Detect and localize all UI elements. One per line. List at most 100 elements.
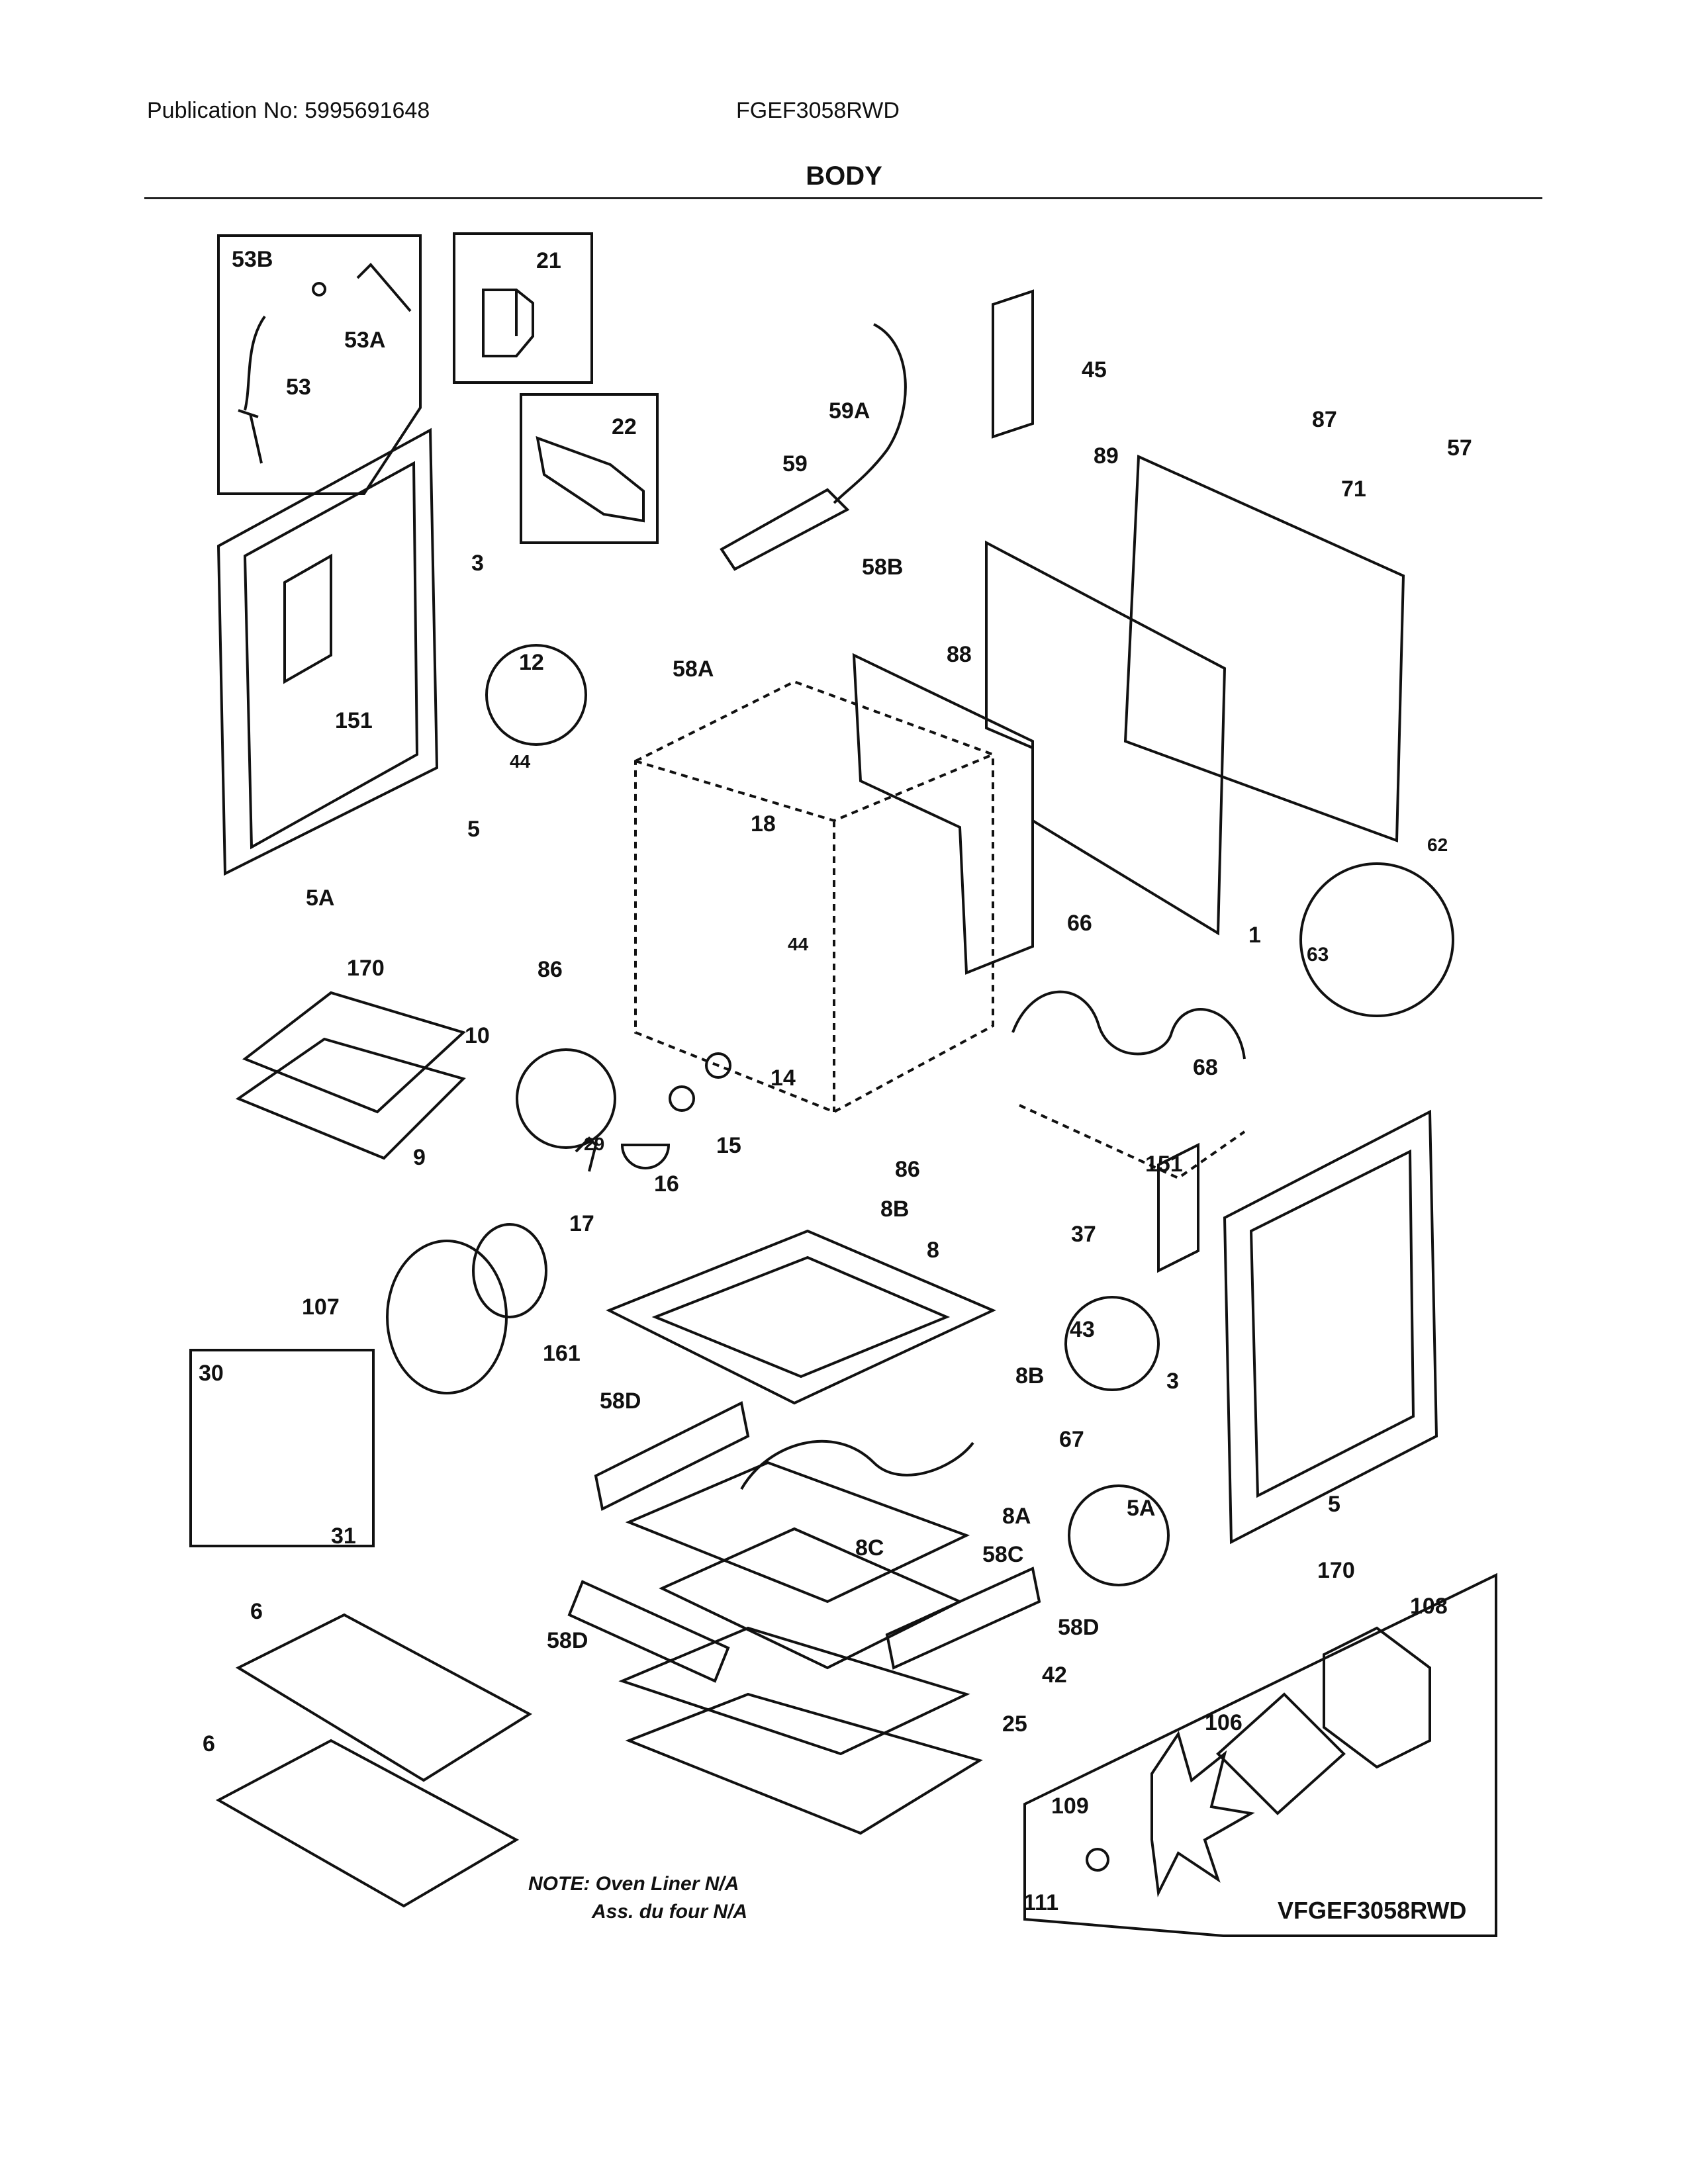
inset-box-22 [520, 393, 659, 544]
note-block: NOTE: Oven Liner N/A Ass. du four N/A [528, 1870, 747, 1926]
inset-box-30 [189, 1349, 375, 1547]
part-6-oven-rack-upper [235, 1613, 532, 1782]
callout-59A: 59A [829, 398, 870, 424]
variant-model-label: VFGEF3058RWD [1278, 1897, 1467, 1924]
callout-5A-left: 5A [306, 886, 334, 911]
callout-170-left: 170 [347, 956, 385, 981]
part-59-duct [720, 488, 850, 571]
callout-9: 9 [413, 1145, 426, 1170]
callout-68: 68 [1193, 1055, 1218, 1080]
part-58c-pad [659, 1527, 963, 1670]
part-161-gasket [472, 1223, 547, 1318]
callout-111: 111 [1023, 1890, 1058, 1915]
part-14-socket [705, 1052, 731, 1079]
callout-63: 63 [1307, 944, 1329, 966]
callout-42: 42 [1042, 1662, 1067, 1688]
callout-58B: 58B [862, 555, 903, 580]
callout-labels: 53B 53A 53 21 22 45 59A 59 87 57 89 71 5… [199, 247, 1472, 1915]
callout-5-left: 5 [467, 817, 480, 842]
callout-57: 57 [1447, 435, 1472, 461]
part-107-fan-cover [386, 1240, 508, 1394]
callout-3-right: 3 [1166, 1369, 1179, 1394]
callout-15: 15 [716, 1133, 741, 1158]
part-58d-block-left [567, 1580, 730, 1683]
part-3-right-side-panel [1223, 1109, 1438, 1545]
callout-53: 53 [286, 375, 311, 400]
part-68 [1019, 1104, 1246, 1180]
part-6-oven-rack-lower [215, 1739, 520, 1908]
part-21 [482, 289, 534, 357]
section-title: BODY [806, 161, 882, 191]
part-12-callout-circle [485, 644, 587, 746]
callout-31: 31 [331, 1524, 356, 1549]
callout-89: 89 [1094, 443, 1119, 469]
note-line-2: Ass. du four N/A [592, 1901, 748, 1923]
part-58a-oven-cavity [634, 680, 994, 1114]
callout-151-right: 151 [1145, 1152, 1183, 1177]
callout-106: 106 [1205, 1710, 1243, 1735]
part-1-back-panel [985, 540, 1227, 936]
callout-151-left: 151 [335, 708, 373, 733]
callout-86-upper: 86 [538, 957, 563, 982]
callout-71: 71 [1341, 477, 1366, 502]
part-71-rear-cover [1123, 454, 1405, 842]
callout-8B-lower: 8B [1015, 1363, 1044, 1388]
callout-21: 21 [536, 248, 561, 273]
part-67-bake-element [740, 1439, 974, 1490]
callout-14: 14 [771, 1066, 796, 1091]
callout-107: 107 [302, 1295, 340, 1320]
part-9-broiler-pan [235, 1037, 466, 1160]
part-58d-block-right [885, 1567, 1041, 1670]
callout-58D-top: 58D [600, 1388, 641, 1414]
part-43-callout-circle [1064, 1296, 1160, 1391]
callout-161: 161 [543, 1341, 581, 1366]
callout-6-lower: 6 [203, 1731, 215, 1756]
part-108-fan-motor [1323, 1626, 1431, 1769]
callout-12: 12 [519, 650, 544, 675]
callout-8C: 8C [855, 1535, 884, 1561]
callout-30: 30 [199, 1361, 224, 1386]
callout-108: 108 [1410, 1594, 1448, 1619]
callout-44-upper: 44 [510, 751, 531, 772]
callout-17: 17 [569, 1211, 594, 1236]
part-3-left-side-panel [216, 428, 439, 876]
part-53b [312, 282, 326, 296]
part-66-broil-element [1011, 990, 1246, 1060]
part-58b-insulation [852, 653, 1034, 975]
part-15-bulb [669, 1085, 695, 1112]
callout-43: 43 [1070, 1317, 1095, 1342]
part-29-callout-circle [516, 1048, 616, 1149]
callout-87: 87 [1312, 407, 1337, 432]
model-number: FGEF3058RWD [736, 98, 900, 123]
callout-10: 10 [465, 1023, 490, 1048]
callout-1: 1 [1248, 923, 1261, 948]
callout-8A: 8A [1002, 1504, 1031, 1529]
callout-16: 16 [654, 1171, 679, 1197]
callout-6-upper: 6 [250, 1599, 263, 1624]
part-16-light-lens [620, 1144, 671, 1169]
part-109-fan-blade [1150, 1731, 1255, 1897]
part-25-bottom-panel [625, 1692, 983, 1835]
callout-22: 22 [612, 414, 637, 439]
inset-box-21 [453, 232, 593, 384]
part-151-left-bracket [283, 553, 332, 684]
callout-53B: 53B [232, 247, 273, 272]
part-8-oven-bottom [606, 1229, 996, 1405]
part-53a [356, 263, 412, 312]
part-53 [238, 315, 266, 464]
part-42-cover [618, 1626, 970, 1756]
callout-109: 109 [1051, 1794, 1089, 1819]
callout-29: 29 [584, 1134, 604, 1154]
part-58d-block-top [594, 1401, 750, 1511]
callout-58A: 58A [673, 657, 714, 682]
part-45 [992, 289, 1034, 439]
part-62-callout-circle [1299, 862, 1454, 1017]
callout-3-left: 3 [471, 551, 484, 576]
callout-58C: 58C [982, 1542, 1023, 1567]
part-111-nut [1086, 1848, 1109, 1872]
part-106-fan-bracket [1216, 1692, 1346, 1815]
callout-53A: 53A [344, 328, 385, 353]
inset-box-108 [1023, 1572, 1497, 1937]
publication-number: Publication No: 5995691648 [147, 98, 430, 123]
